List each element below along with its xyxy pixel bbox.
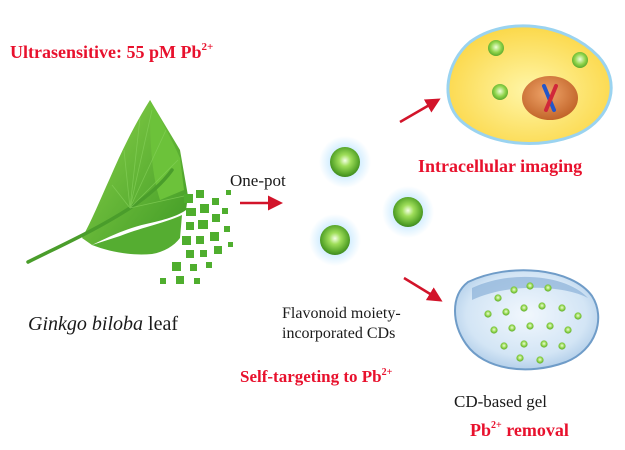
leaf-caption: Ginkgo biloba leaf — [28, 313, 178, 335]
imaging-label: Intracellular imaging — [418, 156, 582, 176]
ginkgo-leaf-icon — [26, 100, 233, 284]
self-targeting-label: Self-targeting to Pb2+ — [240, 367, 393, 386]
gel-illustration — [454, 269, 600, 371]
carbon-dots — [309, 136, 434, 266]
gel-label: CD-based gel — [454, 392, 547, 411]
cell-illustration — [446, 24, 613, 145]
cell-dot — [572, 52, 588, 68]
cd-label: Flavonoid moiety- incorporated CDs — [282, 305, 405, 342]
cell-dot — [488, 40, 504, 56]
chromosome-icon — [542, 84, 558, 112]
gel-arrow — [403, 276, 443, 302]
headline-text: Ultrasensitive: 55 pM Pb2+ — [10, 41, 213, 62]
imaging-arrow — [399, 98, 441, 124]
gel-dots — [484, 282, 582, 364]
synthesis-label: One-pot — [230, 171, 286, 190]
removal-label: Pb2+ removal — [470, 420, 569, 440]
cell-dot — [492, 84, 508, 100]
